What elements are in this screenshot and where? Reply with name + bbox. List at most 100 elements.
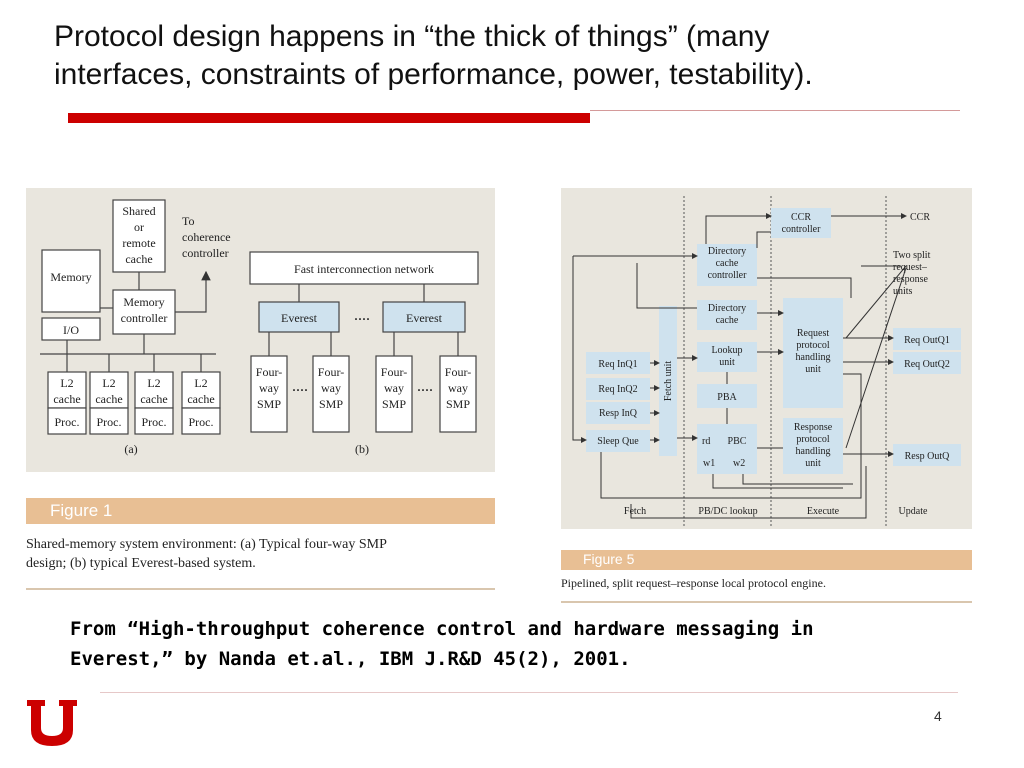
footer-divider-line bbox=[100, 692, 958, 693]
label-controller: controller bbox=[182, 246, 229, 260]
label-to: To bbox=[182, 214, 195, 228]
label-req-outq2: Req OutQ2 bbox=[904, 359, 950, 370]
label-directory-controller-3: controller bbox=[708, 270, 748, 281]
title-accent-bar bbox=[68, 113, 590, 123]
request-unit-box bbox=[783, 298, 843, 408]
label-directory-controller-1: Directory bbox=[708, 246, 746, 257]
label-l2-cache: cache bbox=[140, 392, 167, 406]
label-resp-inq: Resp InQ bbox=[599, 408, 638, 419]
label-smp: SMP bbox=[446, 397, 470, 411]
label-two-split-3: response bbox=[893, 274, 929, 285]
figure-1-caption-line-1: Shared-memory system environment: (a) Ty… bbox=[26, 537, 387, 552]
ccr-controller-box bbox=[771, 208, 831, 238]
memory-box bbox=[41, 249, 101, 313]
label-pba: PBA bbox=[717, 392, 737, 403]
label-l2: L2 bbox=[102, 376, 115, 390]
pbc-box bbox=[697, 424, 757, 474]
label-request-1: Request bbox=[797, 328, 829, 339]
label-two-split-1: Two split bbox=[893, 250, 931, 261]
label-everest-2: Everest bbox=[406, 311, 443, 325]
citation-line-1: From “High-throughput coherence control … bbox=[70, 618, 814, 640]
interconnect-box bbox=[249, 251, 479, 285]
directory-cache-box bbox=[697, 300, 757, 330]
figure-5-caption-rule bbox=[561, 601, 972, 603]
directory-cache-controller-box bbox=[697, 244, 757, 286]
label-w2: w2 bbox=[733, 458, 745, 469]
figure-5-diagram: CCR controller Directory cache controlle… bbox=[572, 196, 961, 526]
label-sleep-que: Sleep Que bbox=[597, 436, 639, 447]
title-line-2: interfaces, constraints of performance, … bbox=[54, 58, 813, 91]
label-memory-controller-2: controller bbox=[121, 311, 168, 325]
resp-inq-box bbox=[586, 402, 650, 424]
label-request-2: protocol bbox=[796, 340, 830, 351]
label-two-split-4: units bbox=[893, 286, 913, 297]
label-request-3: handling bbox=[796, 352, 831, 363]
label-or: or bbox=[134, 220, 144, 234]
figure-5-header-bar: Figure 5 bbox=[561, 550, 972, 570]
label-everest-1: Everest bbox=[281, 311, 318, 325]
label-fetch-unit: Fetch unit bbox=[663, 361, 674, 401]
label-way: way bbox=[259, 381, 279, 395]
label-four: Four- bbox=[445, 365, 471, 379]
citation-line-2: Everest,” by Nanda et.al., IBM J.R&D 45(… bbox=[70, 648, 631, 670]
label-proc: Proc. bbox=[142, 415, 167, 429]
shared-cache-box bbox=[112, 199, 166, 273]
req-outq1-box bbox=[893, 328, 961, 350]
label-directory-2: cache bbox=[716, 315, 739, 326]
label-panel-a: (a) bbox=[124, 442, 137, 456]
slide-title: Protocol design happens in “the thick of… bbox=[54, 18, 974, 94]
label-l2: L2 bbox=[60, 376, 73, 390]
page-number: 4 bbox=[934, 708, 942, 724]
label-l2-cache: cache bbox=[95, 392, 122, 406]
label-shared: Shared bbox=[122, 204, 155, 218]
label-two-split-2: request– bbox=[893, 262, 928, 273]
figure-5-image: CCR controller Directory cache controlle… bbox=[561, 188, 972, 529]
label-panel-b: (b) bbox=[355, 442, 369, 456]
label-lookup-1: Lookup bbox=[711, 345, 742, 356]
label-proc: Proc. bbox=[189, 415, 214, 429]
label-io: I/O bbox=[63, 323, 79, 337]
label-proc: Proc. bbox=[97, 415, 122, 429]
label-response-3: handling bbox=[796, 446, 831, 457]
label-stage-pbdc: PB/DC lookup bbox=[698, 506, 757, 517]
label-directory-controller-2: cache bbox=[716, 258, 739, 269]
label-resp-outq: Resp OutQ bbox=[905, 451, 951, 462]
figure-1-label: Figure 1 bbox=[50, 501, 113, 520]
label-req-inq1: Req InQ1 bbox=[598, 359, 637, 370]
label-lookup-2: unit bbox=[719, 357, 735, 368]
label-smp-ellipsis: ···· bbox=[292, 383, 308, 397]
label-memory-controller-1: Memory bbox=[123, 295, 164, 309]
label-way: way bbox=[384, 381, 404, 395]
figure-1-image: Shared or remote cache Memory Memory con… bbox=[26, 188, 495, 472]
label-smp-ellipsis: ···· bbox=[417, 383, 433, 397]
label-way: way bbox=[321, 381, 341, 395]
figure-1-diagram: Shared or remote cache Memory Memory con… bbox=[40, 199, 479, 456]
label-coherence: coherence bbox=[182, 230, 231, 244]
everest-box-2 bbox=[382, 301, 466, 333]
citation: From “High-throughput coherence control … bbox=[70, 614, 970, 674]
title-divider-line bbox=[590, 110, 960, 111]
everest-box-1 bbox=[258, 301, 340, 333]
label-req-inq2: Req InQ2 bbox=[598, 384, 637, 395]
req-outq2-box bbox=[893, 352, 961, 374]
label-ccr: CCR bbox=[910, 212, 930, 223]
label-response-1: Response bbox=[794, 422, 833, 433]
figure-1-caption-line-2: design; (b) typical Everest-based system… bbox=[26, 556, 256, 571]
label-smp: SMP bbox=[382, 397, 406, 411]
label-four: Four- bbox=[318, 365, 344, 379]
label-l2-cache: cache bbox=[187, 392, 214, 406]
label-stage-update: Update bbox=[899, 506, 928, 517]
title-line-1: Protocol design happens in “the thick of… bbox=[54, 20, 770, 53]
label-remote: remote bbox=[122, 236, 155, 250]
label-pbc: PBC bbox=[728, 436, 747, 447]
label-four: Four- bbox=[381, 365, 407, 379]
label-w1: w1 bbox=[703, 458, 715, 469]
req-inq2-box bbox=[586, 378, 650, 400]
label-smp: SMP bbox=[257, 397, 281, 411]
university-u-logo bbox=[27, 700, 77, 753]
resp-outq-box bbox=[893, 444, 961, 466]
label-rd: rd bbox=[702, 436, 710, 447]
figure-1-caption: Shared-memory system environment: (a) Ty… bbox=[26, 535, 495, 573]
label-req-outq1: Req OutQ1 bbox=[904, 335, 950, 346]
label-l2: L2 bbox=[194, 376, 207, 390]
